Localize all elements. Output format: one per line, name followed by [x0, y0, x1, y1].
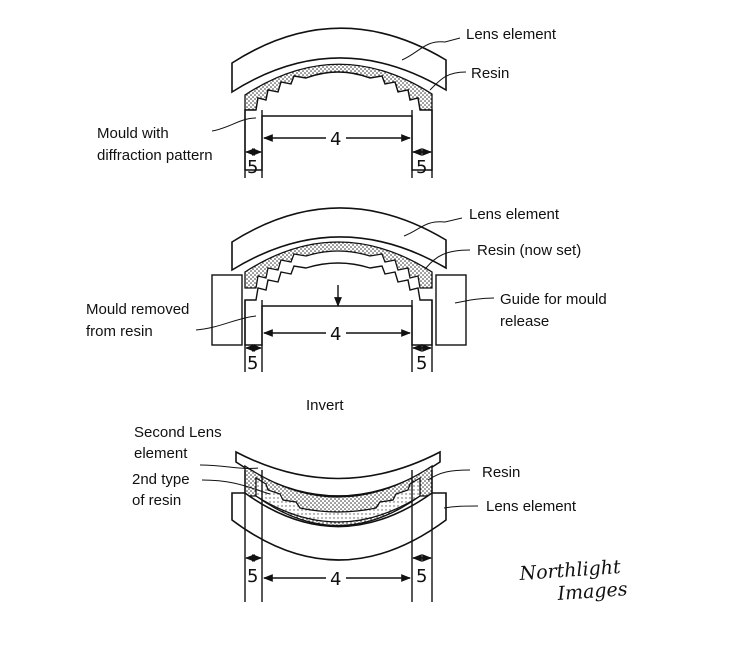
- stage2-guide-left: [211, 274, 243, 346]
- stage3-lens-element: [231, 492, 447, 561]
- stage1-dim-left: 5: [247, 157, 258, 178]
- watermark-line2: Images: [556, 578, 629, 605]
- stage3-resin-label: Resin: [482, 464, 520, 481]
- stage3-lens-label: Lens element: [486, 498, 577, 515]
- stage2-resin-label: Resin (now set): [477, 242, 581, 259]
- stage2-mould-label-1: Mould removed: [86, 301, 189, 318]
- stage2-lens-label: Lens element: [469, 206, 560, 223]
- northlight-images-watermark: Northlight Images: [518, 556, 629, 605]
- stage1-resin-label: Resin: [471, 65, 509, 82]
- stage1-dim-center: 4: [330, 129, 341, 150]
- stage3-resin2-label-1: 2nd type: [132, 471, 190, 488]
- stage3-resin2-label-2: of resin: [132, 492, 181, 509]
- stage2-dim-center: 4: [330, 324, 341, 345]
- stage3-second-lens-label-1: Second Lens: [134, 424, 222, 441]
- stage1-lens-element: [231, 27, 447, 94]
- stage-3: Invert 5 5 4 Second Lens element 2nd typ…: [132, 397, 577, 602]
- stage3-dim-center: 4: [330, 569, 341, 590]
- stage2-mould-label-2: from resin: [86, 323, 153, 340]
- stage3-dim-right: 5: [416, 566, 427, 587]
- stage2-lens-element: [231, 207, 447, 272]
- stage2-guide-right: [435, 274, 467, 346]
- stage2-dim-left: 5: [247, 353, 258, 374]
- stage3-heading: Invert: [306, 397, 344, 414]
- stage1-lens-label: Lens element: [466, 26, 557, 43]
- stage3-second-lens-label-2: element: [134, 445, 188, 462]
- stage3-second-resin: [255, 476, 421, 523]
- stage2-dim-right: 5: [416, 353, 427, 374]
- stage3-dim-left: 5: [247, 566, 258, 587]
- stage1-dim-right: 5: [416, 157, 427, 178]
- stage2-guide-label-2: release: [500, 313, 549, 330]
- stage2-resin-set: [244, 241, 433, 289]
- stage1-mould-label-1: Mould with: [97, 125, 169, 142]
- stage-2: 4 5 5 Lens element Resin (now set) Mould…: [86, 206, 607, 374]
- stage2-guide-label-1: Guide for mould: [500, 291, 607, 308]
- stage1-mould-label-2: diffraction pattern: [97, 147, 213, 164]
- stage-1: 4 5 5 Lens element Resin Mould with diff…: [97, 26, 557, 178]
